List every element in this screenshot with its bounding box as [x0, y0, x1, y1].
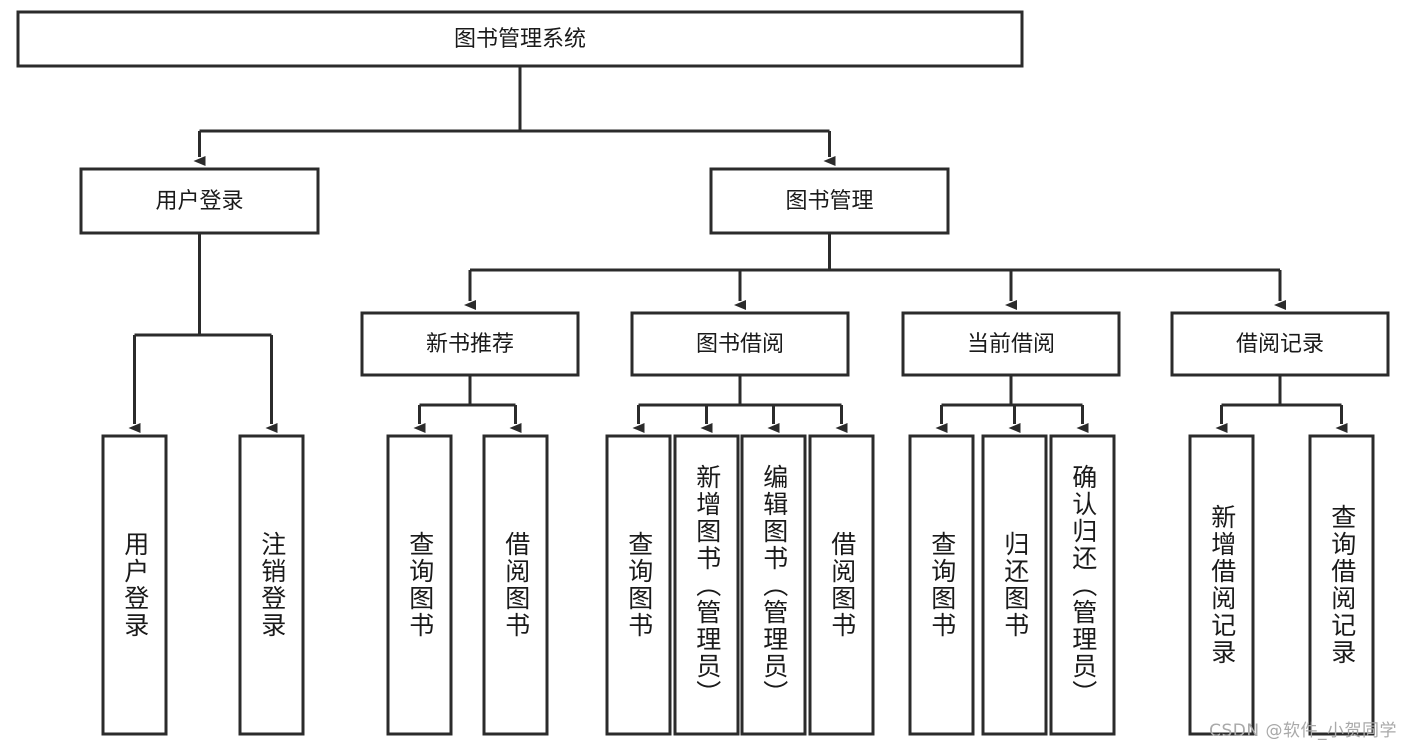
node-box-user-login[interactable] [79, 167, 320, 235]
node-box-current-borrow[interactable] [901, 311, 1121, 377]
leaf-box-leaf-query-book-rec[interactable] [386, 434, 453, 736]
node-box-book-borrow[interactable] [630, 311, 850, 377]
leaf-label-leaf-borrow-book-bor: 借阅图书 [827, 531, 857, 639]
leaf-box-leaf-query-book-bor[interactable] [605, 434, 672, 736]
leaf-label-leaf-query-book-cur: 查询图书 [927, 531, 957, 639]
leaf-box-leaf-add-book[interactable] [673, 434, 740, 736]
watermark-text: CSDN @软件_小贺同学 [1209, 721, 1397, 741]
node-label-borrow-record: 借阅记录 [1236, 332, 1324, 357]
leaf-box-leaf-query-record[interactable] [1308, 434, 1375, 736]
leaf-label-leaf-logout: 注销登录 [257, 531, 287, 639]
leaf-box-leaf-query-book-cur[interactable] [908, 434, 975, 736]
leaf-label-leaf-query-record: 查询借阅记录 [1327, 504, 1357, 666]
leaf-label-leaf-add-book: 新增图书（管理员） [692, 463, 722, 707]
leaf-label-leaf-return-book: 归还图书 [1000, 531, 1030, 639]
node-label-current-borrow: 当前借阅 [967, 332, 1055, 357]
node-label-root: 图书管理系统 [454, 27, 586, 52]
leaf-box-leaf-return-book[interactable] [981, 434, 1048, 736]
node-label-book-manage: 图书管理 [785, 189, 873, 214]
leaf-label-leaf-query-book-rec: 查询图书 [405, 531, 435, 639]
leaf-label-leaf-borrow-book-rec: 借阅图书 [501, 531, 531, 639]
node-box-borrow-record[interactable] [1170, 311, 1390, 377]
leaf-box-leaf-confirm-return[interactable] [1049, 434, 1116, 736]
leaf-box-leaf-edit-book[interactable] [740, 434, 807, 736]
leaf-label-leaf-edit-book: 编辑图书（管理员） [759, 463, 789, 707]
box-layer [16, 10, 1390, 736]
leaf-label-leaf-add-record: 新增借阅记录 [1207, 504, 1237, 666]
connector-layer [128, 66, 1348, 433]
leaf-box-leaf-logout[interactable] [238, 434, 305, 736]
node-label-user-login: 用户登录 [155, 189, 243, 214]
leaf-box-leaf-borrow-book-bor[interactable] [808, 434, 875, 736]
leaf-box-leaf-borrow-book-rec[interactable] [482, 434, 549, 736]
node-box-root[interactable] [16, 10, 1024, 68]
node-label-new-book-rec: 新书推荐 [426, 332, 514, 357]
node-box-book-manage[interactable] [709, 167, 950, 235]
leaf-box-leaf-add-record[interactable] [1188, 434, 1255, 736]
leaf-label-leaf-query-book-bor: 查询图书 [624, 531, 654, 639]
leaf-label-leaf-confirm-return: 确认归还（管理员） [1068, 463, 1098, 707]
node-label-book-borrow: 图书借阅 [696, 332, 784, 357]
leaf-box-leaf-user-login[interactable] [101, 434, 168, 736]
leaf-label-leaf-user-login: 用户登录 [120, 531, 150, 639]
node-box-new-book-rec[interactable] [360, 311, 580, 377]
